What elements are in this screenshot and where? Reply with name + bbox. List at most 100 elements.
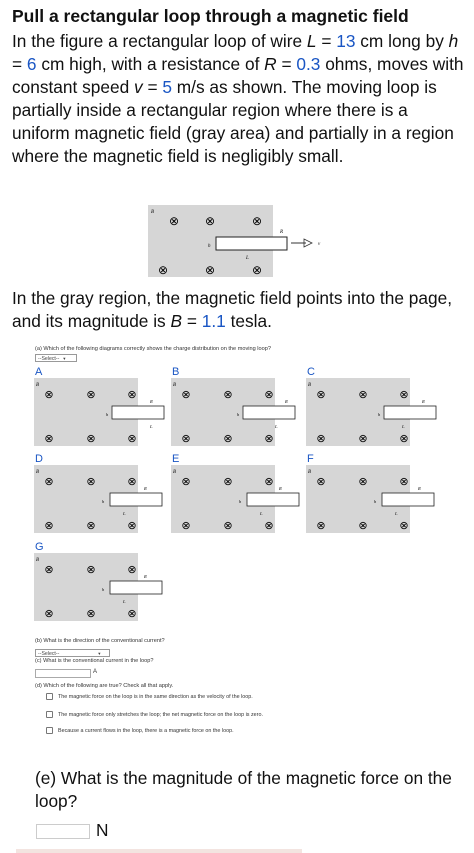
- resistance-value: 0.3: [296, 54, 321, 74]
- question-d-text: (d) Which of the following are true? Che…: [35, 683, 174, 689]
- svg-text:⊗: ⊗: [264, 520, 273, 532]
- svg-text:L: L: [259, 511, 263, 516]
- svg-text:⊗: ⊗: [316, 476, 325, 488]
- svg-text:⊗: ⊗: [264, 389, 273, 401]
- length-value: 13: [336, 31, 356, 51]
- svg-text:⊗: ⊗: [181, 476, 190, 488]
- option-letter-d: D: [35, 453, 43, 465]
- svg-text:L: L: [122, 599, 126, 604]
- svg-text:⊗: ⊗: [86, 564, 95, 576]
- choice-row[interactable]: The magnetic force only stretches the lo…: [46, 711, 263, 718]
- resistor-label: R: [279, 230, 283, 235]
- svg-text:R: R: [278, 486, 282, 491]
- svg-text:L: L: [274, 424, 278, 429]
- option-letter-g: G: [35, 541, 44, 553]
- svg-text:L: L: [122, 511, 126, 516]
- current-input[interactable]: [35, 669, 91, 678]
- option-diagram-b: B ⊗ ⊗ ⊗ ⊗ ⊗ ⊗ h L R: [171, 378, 296, 446]
- field-label: B: [151, 210, 154, 215]
- svg-text:⊗: ⊗: [399, 476, 408, 488]
- current-unit: A: [93, 669, 98, 675]
- svg-text:R: R: [143, 486, 147, 491]
- svg-text:⊗: ⊗: [86, 389, 95, 401]
- wire-loop: [215, 236, 288, 251]
- svg-text:h: h: [237, 412, 240, 417]
- choice-row[interactable]: Because a current flows in the loop, the…: [46, 727, 234, 734]
- svg-text:⊗: ⊗: [181, 389, 190, 401]
- svg-text:⊗: ⊗: [127, 433, 136, 445]
- force-input[interactable]: [36, 824, 90, 839]
- svg-text:B: B: [36, 558, 39, 563]
- svg-text:⊗: ⊗: [316, 520, 325, 532]
- option-diagram-d: B ⊗ ⊗ ⊗ ⊗ ⊗ ⊗ h L R: [34, 465, 163, 533]
- option-letter-a: A: [35, 366, 43, 378]
- svg-text:⊗: ⊗: [86, 433, 95, 445]
- choice-row[interactable]: The magnetic force on the loop is in the…: [46, 693, 253, 700]
- svg-text:⊗: ⊗: [44, 608, 53, 620]
- bottom-divider: [16, 849, 302, 853]
- svg-text:R: R: [417, 486, 421, 491]
- option-letter-e: E: [172, 453, 180, 465]
- question-b-text: (b) What is the direction of the convent…: [35, 638, 165, 644]
- svg-text:h: h: [102, 499, 105, 504]
- length-label: L: [245, 256, 249, 261]
- svg-text:h: h: [374, 499, 377, 504]
- option-letter-b: B: [172, 366, 180, 378]
- chevron-down-icon: ▼: [62, 356, 67, 361]
- svg-text:⊗: ⊗: [358, 520, 367, 532]
- field-description: In the gray region, the magnetic field p…: [12, 288, 452, 331]
- svg-text:⊗: ⊗: [223, 520, 232, 532]
- cross-icon: ⊗: [252, 263, 262, 277]
- svg-text:⊗: ⊗: [264, 433, 273, 445]
- question-e-text: (e) What is the magnitude of the magneti…: [35, 768, 452, 811]
- svg-text:B: B: [36, 383, 39, 388]
- svg-text:⊗: ⊗: [44, 520, 53, 532]
- svg-text:⊗: ⊗: [399, 433, 408, 445]
- svg-text:⊗: ⊗: [127, 520, 136, 532]
- svg-text:⊗: ⊗: [223, 476, 232, 488]
- cross-icon: ⊗: [252, 214, 262, 228]
- svg-text:h: h: [106, 412, 109, 417]
- svg-text:⊗: ⊗: [127, 389, 136, 401]
- svg-text:R: R: [421, 399, 425, 404]
- svg-text:⊗: ⊗: [181, 433, 190, 445]
- speed-value: 5: [162, 77, 172, 97]
- cross-icon: ⊗: [205, 214, 215, 228]
- svg-text:⊗: ⊗: [358, 476, 367, 488]
- svg-text:h: h: [378, 412, 381, 417]
- svg-text:⊗: ⊗: [44, 564, 53, 576]
- cross-icon: ⊗: [169, 214, 179, 228]
- checkbox[interactable]: [46, 727, 53, 734]
- svg-text:⊗: ⊗: [86, 608, 95, 620]
- option-letter-f: F: [307, 453, 314, 465]
- question-c-text: (c) What is the conventional current in …: [35, 658, 154, 664]
- svg-text:⊗: ⊗: [316, 433, 325, 445]
- option-diagram-e: B ⊗ ⊗ ⊗ ⊗ ⊗ ⊗ h L R: [171, 465, 300, 533]
- svg-text:B: B: [173, 383, 176, 388]
- svg-text:⊗: ⊗: [86, 520, 95, 532]
- main-loop-diagram: B ⊗ ⊗ ⊗ ⊗ ⊗ ⊗ h L R v: [148, 205, 321, 277]
- svg-text:L: L: [394, 511, 398, 516]
- height-label: h: [208, 244, 211, 249]
- svg-text:⊗: ⊗: [399, 389, 408, 401]
- checkbox[interactable]: [46, 711, 53, 718]
- cross-icon: ⊗: [205, 263, 215, 277]
- velocity-arrow-head: [303, 238, 313, 248]
- svg-text:R: R: [284, 399, 288, 404]
- svg-text:B: B: [308, 383, 311, 388]
- svg-text:⊗: ⊗: [127, 476, 136, 488]
- svg-text:⊗: ⊗: [316, 389, 325, 401]
- checkbox[interactable]: [46, 693, 53, 700]
- velocity-label: v: [318, 242, 321, 247]
- svg-text:B: B: [308, 470, 311, 475]
- svg-text:R: R: [149, 399, 153, 404]
- svg-text:h: h: [102, 587, 105, 592]
- svg-text:R: R: [143, 574, 147, 579]
- question-b-select[interactable]: --Select--▼: [35, 649, 110, 657]
- question-a-select[interactable]: --Select--▼: [35, 354, 77, 362]
- height-value: 6: [26, 54, 37, 74]
- option-letter-c: C: [307, 366, 315, 378]
- field-value: 1.1: [201, 311, 226, 331]
- svg-text:⊗: ⊗: [358, 389, 367, 401]
- svg-text:B: B: [173, 470, 176, 475]
